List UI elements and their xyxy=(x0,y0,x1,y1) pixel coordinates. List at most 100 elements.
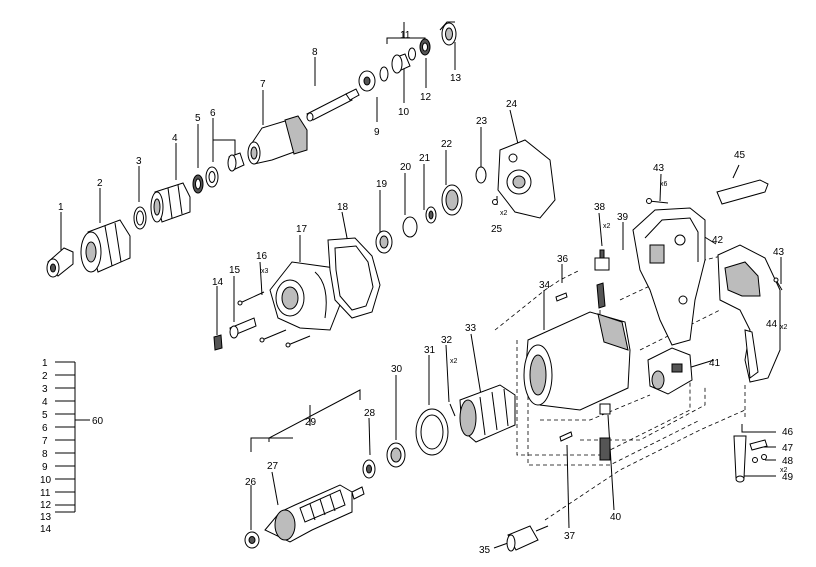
callout-1: 1 xyxy=(58,202,64,213)
part-brush-spring xyxy=(596,282,606,309)
part-gasket-inner xyxy=(334,245,374,311)
kit-item: 8 xyxy=(42,449,48,460)
part-screw-16a xyxy=(239,291,265,304)
part-pin-15-head xyxy=(229,325,239,339)
callout-6: 6 xyxy=(210,108,216,119)
part-armature xyxy=(264,484,365,543)
part-washer-inner xyxy=(208,171,216,183)
part-cord-guard-end xyxy=(735,475,745,483)
part-clutch-plate-face xyxy=(391,54,403,74)
callout-29: 29 xyxy=(305,417,317,428)
part-clip xyxy=(379,66,389,82)
kit-item: 11 xyxy=(40,488,51,499)
part-screw-head xyxy=(259,337,265,343)
callout-19: 19 xyxy=(376,179,388,190)
part-brush-holder xyxy=(594,257,610,271)
part-screw-16c xyxy=(287,335,311,346)
callout-25: 25 xyxy=(491,224,503,235)
part-bushing xyxy=(475,166,487,184)
callout-45: 45 xyxy=(734,150,746,161)
callout-10: 10 xyxy=(398,107,410,118)
part-screw-25 xyxy=(492,199,498,205)
callout-48: 48 xyxy=(782,456,794,467)
callout-39: 39 xyxy=(617,212,629,223)
kit-item: 13 xyxy=(40,512,52,523)
callout-47: 47 xyxy=(782,443,794,454)
callout-27: 27 xyxy=(267,461,279,472)
part-ring-inner xyxy=(136,210,144,226)
callout-labels: 1 2 3 4 5 6 7 8 9 10 11 12 13 14 15 16 x… xyxy=(58,30,794,556)
part-cord-sleeve-end xyxy=(506,534,516,552)
part-spring-14 xyxy=(213,334,223,351)
qty-16: x3 xyxy=(261,268,269,275)
callout-37: 37 xyxy=(564,531,576,542)
callout-23: 23 xyxy=(476,116,488,127)
kit-item: 3 xyxy=(42,384,48,395)
part-stator xyxy=(459,384,516,443)
part-screw-16b xyxy=(261,329,287,341)
callout-38: 38 xyxy=(594,202,606,213)
callout-41: 41 xyxy=(709,358,721,369)
part-switch xyxy=(647,347,693,395)
kit-list: 1 2 3 4 5 6 7 8 9 10 11 12 13 14 xyxy=(40,358,52,535)
part-cord-wire xyxy=(535,525,549,532)
callout-21: 21 xyxy=(419,153,431,164)
kit-item: 10 xyxy=(40,475,52,486)
part-bearing-26-inner xyxy=(248,536,256,544)
part-sleeve-end xyxy=(227,154,237,172)
part-bearing-19-inner xyxy=(379,235,389,249)
callout-26: 26 xyxy=(245,477,257,488)
callout-32: 32 xyxy=(441,335,453,346)
part-baffle-inner xyxy=(420,414,444,450)
callout-5: 5 xyxy=(195,113,201,124)
callout-13: 13 xyxy=(450,73,462,84)
callout-2: 2 xyxy=(97,178,103,189)
part-cord-guard xyxy=(733,435,747,479)
kit-item: 7 xyxy=(42,436,48,447)
part-brush-40a xyxy=(599,403,611,415)
part-collar xyxy=(80,219,131,273)
part-spindle-housing xyxy=(247,115,308,165)
qty-32: x2 xyxy=(450,358,458,365)
kit-item: 9 xyxy=(42,462,48,473)
part-circlip xyxy=(402,216,418,238)
part-bearing-9-inner xyxy=(363,76,371,86)
part-screw-48b xyxy=(761,454,767,460)
part-brush-40b xyxy=(599,437,611,461)
callout-3: 3 xyxy=(136,156,142,167)
part-screw-32 xyxy=(449,403,456,417)
callout-42: 42 xyxy=(712,235,724,246)
kit-item: 2 xyxy=(42,371,48,382)
part-handle-left xyxy=(632,207,706,346)
callout-16: 16 xyxy=(256,251,268,262)
part-gear-housing xyxy=(269,261,346,331)
qty-38: x2 xyxy=(603,223,611,230)
qty-48: x2 xyxy=(780,467,788,474)
part-screw-43a xyxy=(648,200,669,204)
callout-44: 44 xyxy=(766,319,778,330)
callout-17: 17 xyxy=(296,224,308,235)
part-motor-housing xyxy=(523,311,631,411)
callout-7: 7 xyxy=(260,79,266,90)
callout-18: 18 xyxy=(337,202,349,213)
part-handle-right xyxy=(717,244,781,383)
part-cord-clamp xyxy=(749,439,768,451)
callout-31: 31 xyxy=(424,345,436,356)
part-screw-head xyxy=(237,300,243,306)
part-gasket xyxy=(327,237,381,319)
part-screw-48 xyxy=(752,457,758,463)
part-pin-36 xyxy=(555,292,568,302)
callout-9: 9 xyxy=(374,127,380,138)
part-gear-cover xyxy=(497,139,556,219)
callout-22: 22 xyxy=(441,139,453,150)
callout-15: 15 xyxy=(229,265,241,276)
callout-40: 40 xyxy=(610,512,622,523)
callout-28: 28 xyxy=(364,408,376,419)
qty-43: x6 xyxy=(660,181,668,188)
callout-8: 8 xyxy=(312,47,318,58)
part-brush-terminal xyxy=(599,249,605,259)
kit-item: 14 xyxy=(40,524,52,535)
callout-33: 33 xyxy=(465,323,477,334)
callout-43a: 43 xyxy=(653,163,665,174)
